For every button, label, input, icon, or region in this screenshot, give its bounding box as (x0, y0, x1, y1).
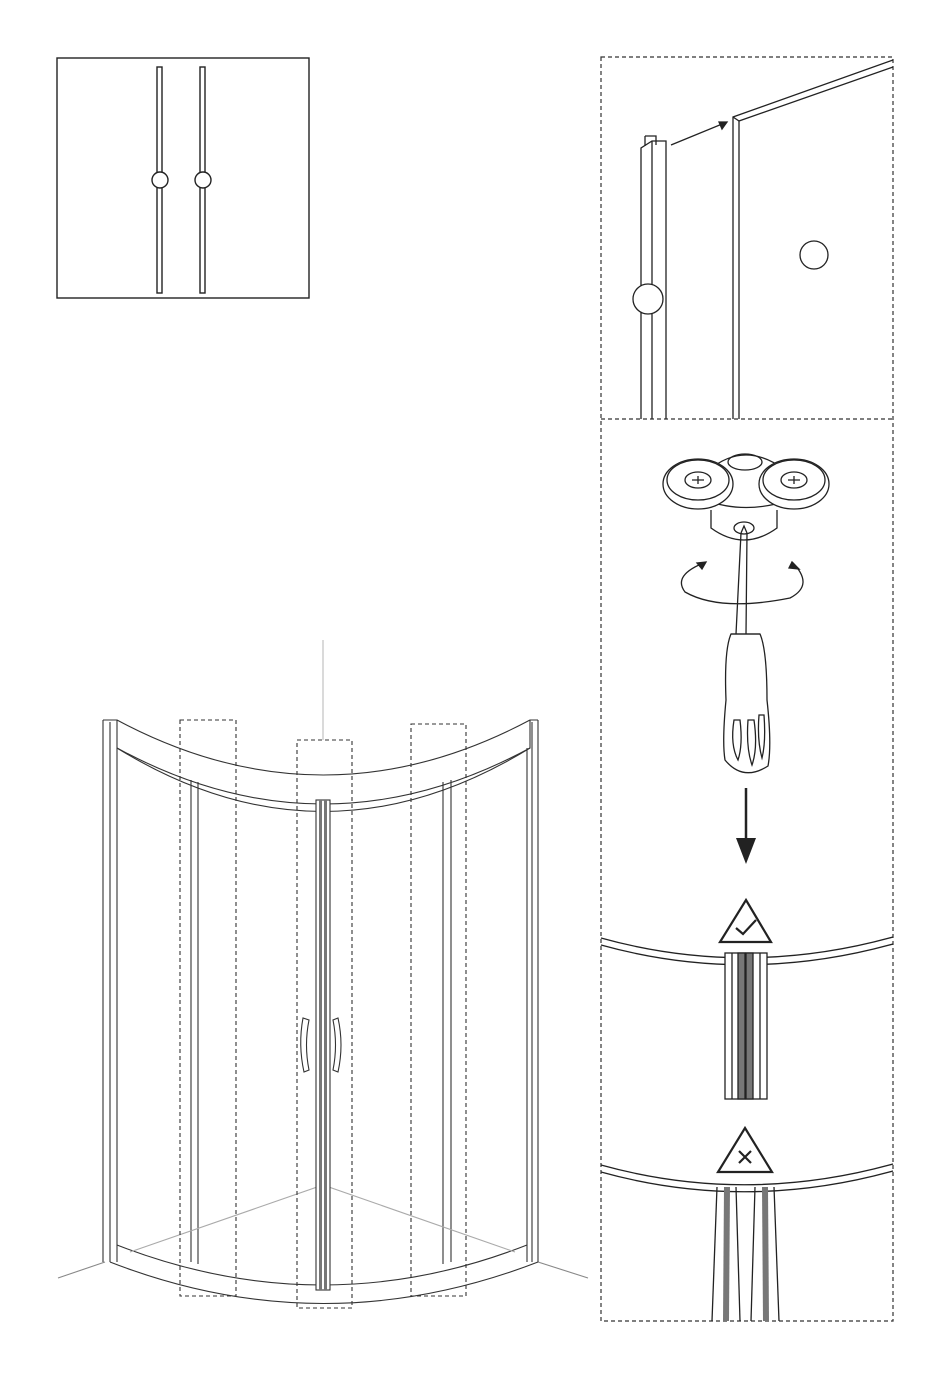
profile-attach-panel (633, 60, 893, 419)
glass-marker (800, 241, 828, 269)
profile-icon (641, 136, 666, 419)
misaligned-seals (712, 1187, 779, 1321)
highlight-right (411, 724, 466, 1296)
cross-warning-icon (718, 1128, 772, 1172)
right-handle-icon (333, 1018, 341, 1072)
check-warning-icon (720, 900, 771, 942)
seal-strips-panel (57, 58, 309, 298)
seal-right-marker (195, 172, 211, 188)
center-seal (316, 800, 330, 1290)
roller-adjust-panel (663, 454, 829, 864)
correct-alignment-panel (601, 900, 893, 1099)
roller-wheel-icon (663, 454, 829, 540)
down-arrow-icon (736, 788, 756, 864)
left-handle-icon (301, 1018, 309, 1072)
aligned-seals (725, 953, 767, 1099)
glass-panel-icon (733, 60, 893, 419)
shower-enclosure (58, 640, 588, 1304)
attach-arrow (671, 122, 727, 145)
screwdriver-icon (724, 526, 770, 773)
profile-marker (633, 284, 663, 314)
wrong-alignment-panel (601, 1128, 893, 1321)
highlight-left (180, 720, 236, 1296)
rotation-arrow-icon (681, 562, 803, 604)
seal-left-marker (152, 172, 168, 188)
